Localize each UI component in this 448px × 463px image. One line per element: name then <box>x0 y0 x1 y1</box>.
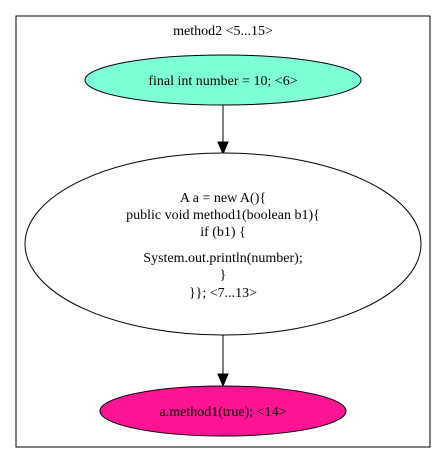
edge-arrowhead <box>217 373 229 388</box>
node-anonymous-class[interactable]: A a = new A(){ public void method1(boole… <box>24 152 422 336</box>
node-anonymous-class-line: A a = new A(){ <box>180 191 266 206</box>
node-declaration[interactable]: final int number = 10; <6> <box>84 54 362 106</box>
node-method-call-shape <box>99 385 347 437</box>
node-anonymous-class-line: } <box>220 268 227 283</box>
edge-declaration-to-anon <box>217 105 229 156</box>
node-method-call[interactable]: a.method1(true); <14> <box>99 385 347 437</box>
edge-arrowhead <box>217 141 229 156</box>
node-anonymous-class-line: }}; <7...13> <box>189 286 257 301</box>
cluster-title: method2 <5...15> <box>173 24 273 39</box>
node-anonymous-class-line: System.out.println(number); <box>143 251 302 266</box>
node-method-call-label: a.method1(true); <14> <box>160 405 287 420</box>
node-declaration-label: final int number = 10; <6> <box>148 74 297 89</box>
node-anonymous-class-line: if (b1) { <box>200 225 246 240</box>
edge-anon-to-call <box>217 335 229 388</box>
node-anonymous-class-shape <box>24 152 422 336</box>
node-anonymous-class-line: public void method1(boolean b1){ <box>126 208 320 223</box>
